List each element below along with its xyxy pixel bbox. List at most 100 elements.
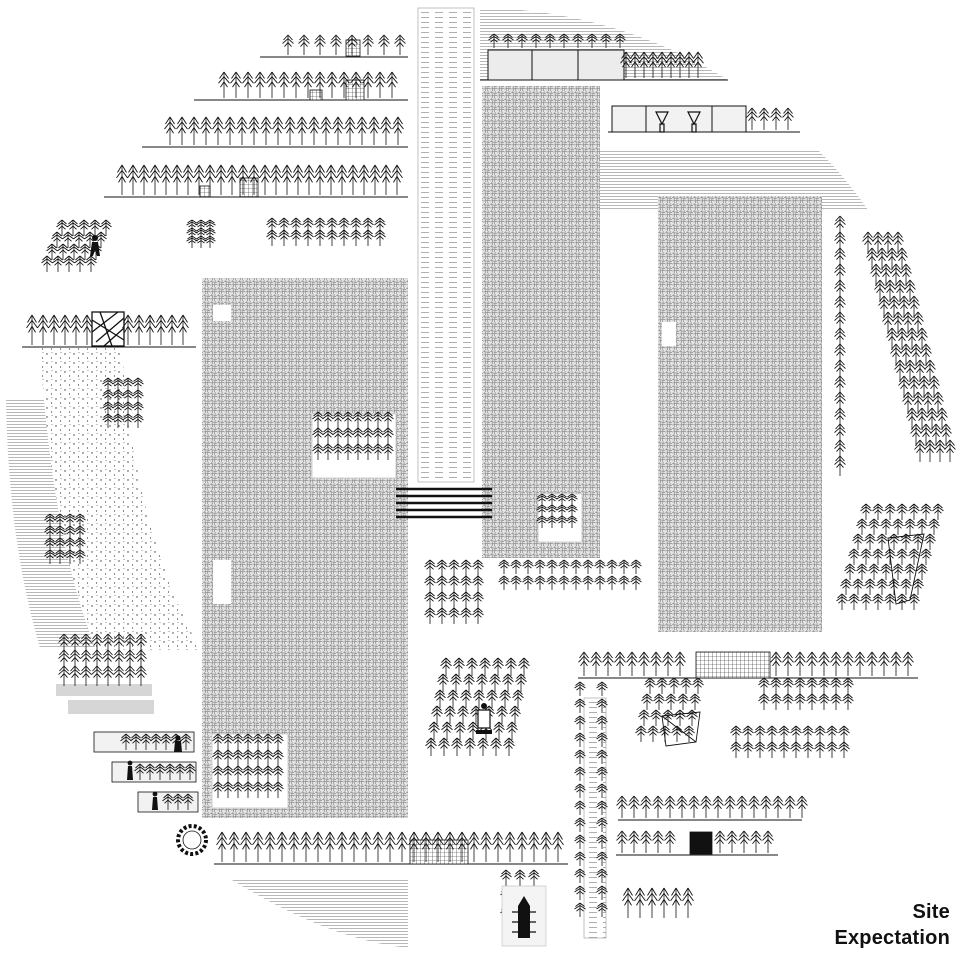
bamboo-tree-icon bbox=[646, 887, 658, 918]
bamboo-tree-icon bbox=[590, 651, 602, 676]
bamboo-tree-icon bbox=[530, 33, 542, 48]
bamboo-tree-icon bbox=[95, 231, 107, 248]
bamboo-tree-icon bbox=[262, 781, 274, 798]
bamboo-tree-icon bbox=[944, 439, 956, 462]
bamboo-tree-icon bbox=[154, 763, 166, 780]
bamboo-tree-icon bbox=[242, 71, 254, 98]
bamboo-tree-icon bbox=[692, 51, 704, 78]
bamboo-tree-icon bbox=[352, 443, 364, 460]
bamboo-tree-icon bbox=[59, 314, 71, 345]
bamboo-tree-icon bbox=[358, 164, 370, 195]
bamboo-tree-icon bbox=[794, 677, 806, 694]
bamboo-tree-icon bbox=[664, 830, 676, 853]
bamboo-tree-icon bbox=[574, 800, 586, 815]
bamboo-tree-icon bbox=[272, 116, 284, 145]
bamboo-tree-icon bbox=[282, 34, 294, 55]
bamboo-tree-icon bbox=[252, 781, 264, 798]
bamboo-tree-icon bbox=[149, 164, 161, 195]
bamboo-tree-icon bbox=[460, 689, 472, 708]
bamboo-tree-icon bbox=[74, 537, 86, 552]
bamboo-tree-icon bbox=[692, 677, 704, 694]
bamboo-tree-icon bbox=[122, 413, 134, 428]
bamboo-tree-icon bbox=[502, 673, 514, 692]
bamboo-tree-icon bbox=[746, 107, 758, 130]
bamboo-tree-icon bbox=[852, 578, 864, 595]
bamboo-tree-icon bbox=[638, 709, 650, 726]
bamboo-tree-icon bbox=[860, 503, 872, 520]
bamboo-tree-icon bbox=[682, 887, 694, 918]
bamboo-tree-icon bbox=[218, 71, 230, 98]
bamboo-tree-icon bbox=[460, 607, 472, 624]
bamboo-tree-icon bbox=[138, 164, 150, 195]
bamboo-tree-icon bbox=[770, 107, 782, 130]
bamboo-tree-icon bbox=[880, 518, 892, 535]
bamboo-tree-icon bbox=[570, 575, 582, 590]
bamboo-tree-icon bbox=[140, 733, 152, 750]
bamboo-tree-icon bbox=[848, 548, 860, 565]
bamboo-tree-icon bbox=[634, 887, 646, 918]
bamboo-tree-icon bbox=[866, 651, 878, 676]
bamboo-tree-icon bbox=[264, 831, 276, 862]
bamboo-tree-icon bbox=[362, 71, 374, 98]
bamboo-tree-icon bbox=[878, 295, 890, 318]
bamboo-tree-icon bbox=[466, 657, 478, 676]
bamboo-tree-icon bbox=[226, 164, 238, 195]
bamboo-tree-icon bbox=[892, 311, 904, 334]
bamboo-tree-icon bbox=[586, 33, 598, 48]
bamboo-tree-icon bbox=[155, 314, 167, 345]
bamboo-tree-icon bbox=[113, 665, 125, 686]
bamboo-tree-icon bbox=[164, 116, 176, 145]
bamboo-tree-icon bbox=[460, 575, 472, 592]
bamboo-tree-icon bbox=[215, 164, 227, 195]
bamboo-tree-icon bbox=[674, 709, 686, 726]
bamboo-tree-icon bbox=[276, 831, 288, 862]
bamboo-tree-icon bbox=[132, 413, 144, 428]
bamboo-tree-icon bbox=[844, 563, 856, 580]
bamboo-tree-icon bbox=[54, 537, 66, 552]
bamboo-tree-icon bbox=[848, 593, 860, 610]
bamboo-tree-icon bbox=[372, 443, 384, 460]
bamboo-tree-icon bbox=[74, 525, 86, 540]
bamboo-tree-icon bbox=[510, 575, 522, 590]
pavilion-facades bbox=[199, 39, 771, 865]
bamboo-tree-icon bbox=[868, 518, 880, 535]
bamboo-tree-icon bbox=[890, 651, 902, 676]
bamboo-tree-icon bbox=[898, 375, 910, 398]
bamboo-tree-icon bbox=[486, 689, 498, 708]
bamboo-tree-icon bbox=[616, 830, 628, 853]
bamboo-tree-icon bbox=[112, 413, 124, 428]
bamboo-tree-icon bbox=[130, 733, 142, 750]
bamboo-tree-icon bbox=[528, 869, 540, 886]
bamboo-tree-icon bbox=[212, 765, 224, 782]
bamboo-tree-icon bbox=[431, 705, 443, 724]
bamboo-tree-icon bbox=[766, 725, 778, 742]
bamboo-tree-icon bbox=[866, 247, 878, 270]
bamboo-tree-icon bbox=[396, 831, 408, 862]
bamboo-tree-icon bbox=[536, 493, 548, 506]
bamboo-tree-icon bbox=[352, 427, 364, 444]
bamboo-tree-icon bbox=[596, 766, 608, 781]
bamboo-tree-icon bbox=[441, 721, 453, 740]
bamboo-tree-icon bbox=[652, 830, 664, 853]
bamboo-tree-icon bbox=[122, 314, 134, 345]
bamboo-tree-icon bbox=[112, 401, 124, 416]
bamboo-tree-icon bbox=[650, 709, 662, 726]
bamboo-tree-icon bbox=[920, 503, 932, 520]
bamboo-tree-icon bbox=[674, 651, 686, 676]
bamboo-tree-icon bbox=[342, 427, 354, 444]
bamboo-tree-icon bbox=[346, 34, 358, 55]
bamboo-tree-icon bbox=[324, 831, 336, 862]
bamboo-tree-icon bbox=[64, 537, 76, 552]
bamboo-tree-icon bbox=[872, 503, 884, 520]
bamboo-tree-icon bbox=[596, 817, 608, 832]
bamboo-tree-icon bbox=[102, 413, 114, 428]
bamboo-tree-icon bbox=[510, 559, 522, 574]
bamboo-tree-icon bbox=[818, 693, 830, 710]
bamboo-tree-icon bbox=[936, 407, 948, 430]
bamboo-tree-icon bbox=[872, 231, 884, 254]
bamboo-tree-icon bbox=[910, 343, 922, 366]
bamboo-tree-icon bbox=[374, 229, 386, 246]
bamboo-tree-icon bbox=[778, 725, 790, 742]
bamboo-tree-icon bbox=[242, 765, 254, 782]
bamboo-tree-icon bbox=[802, 741, 814, 758]
